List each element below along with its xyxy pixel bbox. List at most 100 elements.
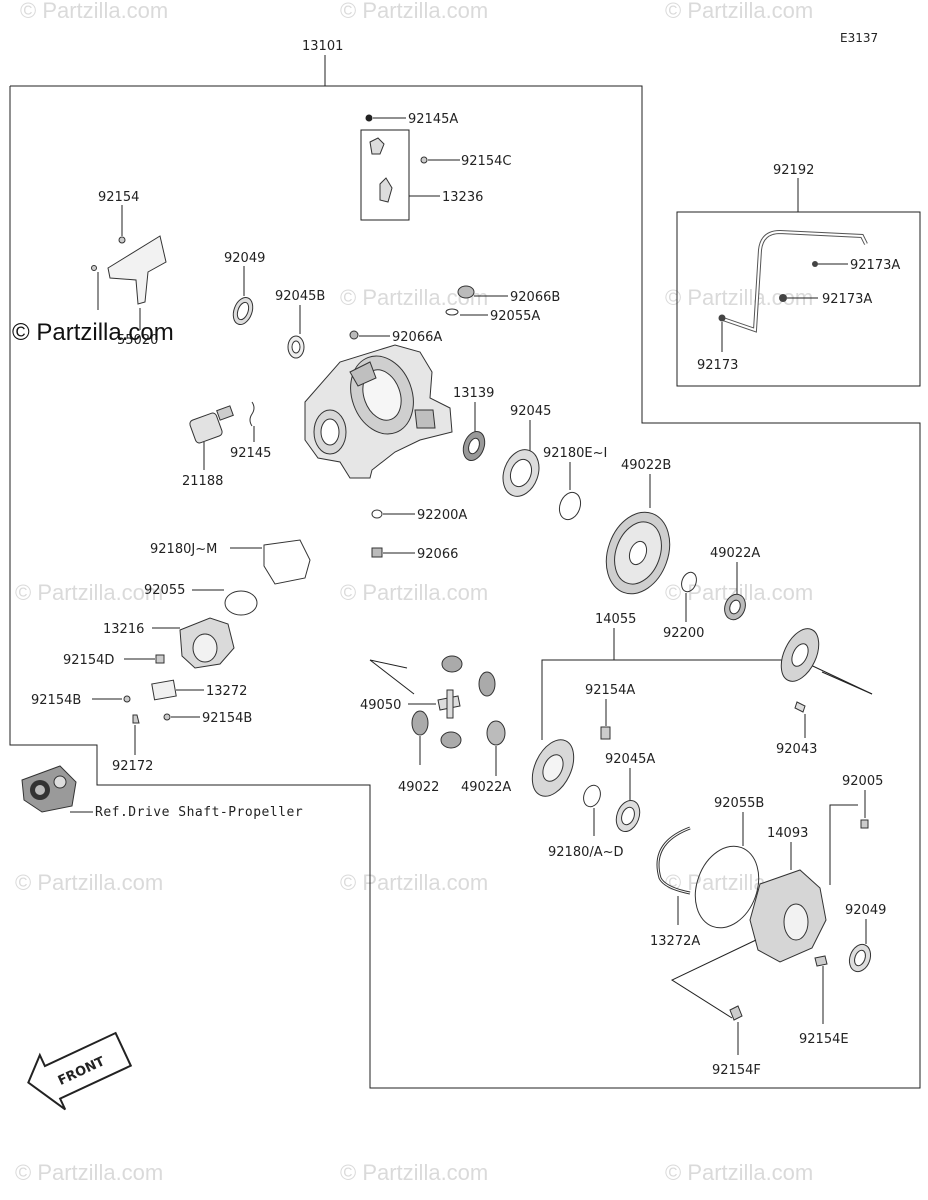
label-49050: 49050 [360,698,401,713]
part-92180A-D [583,784,601,808]
label-13236: 13236 [442,190,483,205]
right-cover-group: 13272A 92055B 14093 92005 92049 92154E 9… [650,774,886,1078]
part-92154 [118,236,126,244]
label-92154C: 92154C [461,154,511,169]
ref-drive-shaft: Ref.Drive Shaft-Propeller [21,765,303,820]
part-92055A [445,308,459,316]
label-92055A: 92055A [490,309,540,324]
gear-case-housing [304,344,453,479]
label-14055: 14055 [595,612,636,627]
label-92055B: 92055B [714,796,764,811]
plug-group: 92066B 92055A 92066A [349,285,560,345]
label-92154B: 92154B [31,693,81,708]
label-92154D: 92154D [63,653,114,668]
part-21188 [189,412,223,444]
label-92045: 92045 [510,404,551,419]
watermark: © Partzilla.com [340,1160,488,1185]
label-21188: 21188 [182,474,223,489]
tube-inset: 92192 92173A 92173A 92173 [676,163,921,387]
label-92154A: 92154A [585,683,635,698]
label-49022A: 49022A [710,546,760,561]
part-92005 [860,819,869,829]
front-arrow-icon: FRONT [27,1031,133,1111]
part-92145A [365,114,373,122]
bracket-bolt [91,265,97,271]
watermark: © Partzilla.com [340,580,488,605]
label-92066B: 92066B [510,290,560,305]
label-92043: 92043 [776,742,817,757]
watermark: © Partzilla.com [340,0,488,23]
label-92154F: 92154F [712,1063,761,1078]
brand-watermark: © Partzilla.com [12,319,174,346]
seal-92049-top: 92049 [224,251,265,326]
part-13272 [151,679,177,701]
label-13216: 13216 [103,622,144,637]
part-92180J-M [263,539,311,585]
part-92200 [681,571,697,593]
label-13139: 13139 [453,386,494,401]
part-92154D [155,654,165,664]
watermark: © Partzilla.com [665,0,813,23]
label-13272A: 13272A [650,934,700,949]
clip-c [718,314,726,322]
ref-drive-shaft-label: Ref.Drive Shaft-Propeller [95,805,303,820]
clip-a [812,261,818,267]
watermark: © Partzilla.com [15,1160,163,1185]
vent-fitting [369,137,385,155]
label-92200: 92200 [663,626,704,641]
vent-group: 92145A 92154C 13236 [360,112,511,221]
watermarks: © Partzilla.com © Partzilla.com © Partzi… [15,0,813,1185]
clip-b [779,294,787,302]
inset-number: 92192 [773,163,814,178]
bearing-92045B: 92045B [275,289,325,359]
actuator-group: 21188 92145 [182,401,271,489]
label-92173A: 92173A [850,258,900,273]
label-92045A: 92045A [605,752,655,767]
part-92154E [814,955,828,967]
part-92145 [249,401,255,427]
label-92180E-I: 92180E~I [543,446,607,461]
label-92055: 92055 [144,583,185,598]
label-92049: 92049 [845,903,886,918]
label-92066A: 92066A [392,330,442,345]
spider-gear-group: 49050 49022 49022A [360,655,511,795]
assembly-outline: 13101 [9,39,921,1089]
watermark: © Partzilla.com [665,1160,813,1185]
label-92145A: 92145A [408,112,458,127]
diagram-code: E3137 [840,31,878,45]
ring-gear: 49022B [605,458,671,595]
part-92055B [694,845,760,929]
label-49022: 49022 [398,780,439,795]
label-92180-A-D: 92180/A~D [548,845,624,860]
label-14093: 14093 [767,826,808,841]
watermark: © Partzilla.com [15,580,163,605]
label-92154B: 92154B [202,711,252,726]
washer-group: 92200A 92066 [371,508,467,562]
label-92173: 92173 [697,358,738,373]
bearing-group-right: 13139 92045 92180E~I [453,386,607,521]
breather-tube [719,229,868,333]
diff-case-group: 14055 92043 92154A 92045A 92180/A~D [531,612,873,860]
label-49022A: 49022A [461,780,511,795]
label-13272: 13272 [206,684,247,699]
label-92172: 92172 [112,759,153,774]
label-92180J-M: 92180J~M [150,542,217,557]
label-55020: 55020 [117,333,158,348]
assembly-number: 13101 [302,39,343,54]
label-92154E: 92154E [799,1032,849,1047]
part-92154F [729,1005,743,1021]
label-92049: 92049 [224,251,265,266]
part-92200A [371,509,383,519]
part-92154A [600,726,611,740]
watermark: © Partzilla.com [15,870,163,895]
label-92066: 92066 [417,547,458,562]
part-92180E-I [558,491,582,521]
left-cover-group: 92180J~M 92055 13216 92154D 13272 92154B… [31,539,311,774]
label-92173A: 92173A [822,292,872,307]
part-92055 [224,590,258,616]
part-13236 [379,177,393,203]
part-49022A-lower [486,720,506,746]
part-92172 [132,714,140,724]
part-92043 [794,701,806,713]
